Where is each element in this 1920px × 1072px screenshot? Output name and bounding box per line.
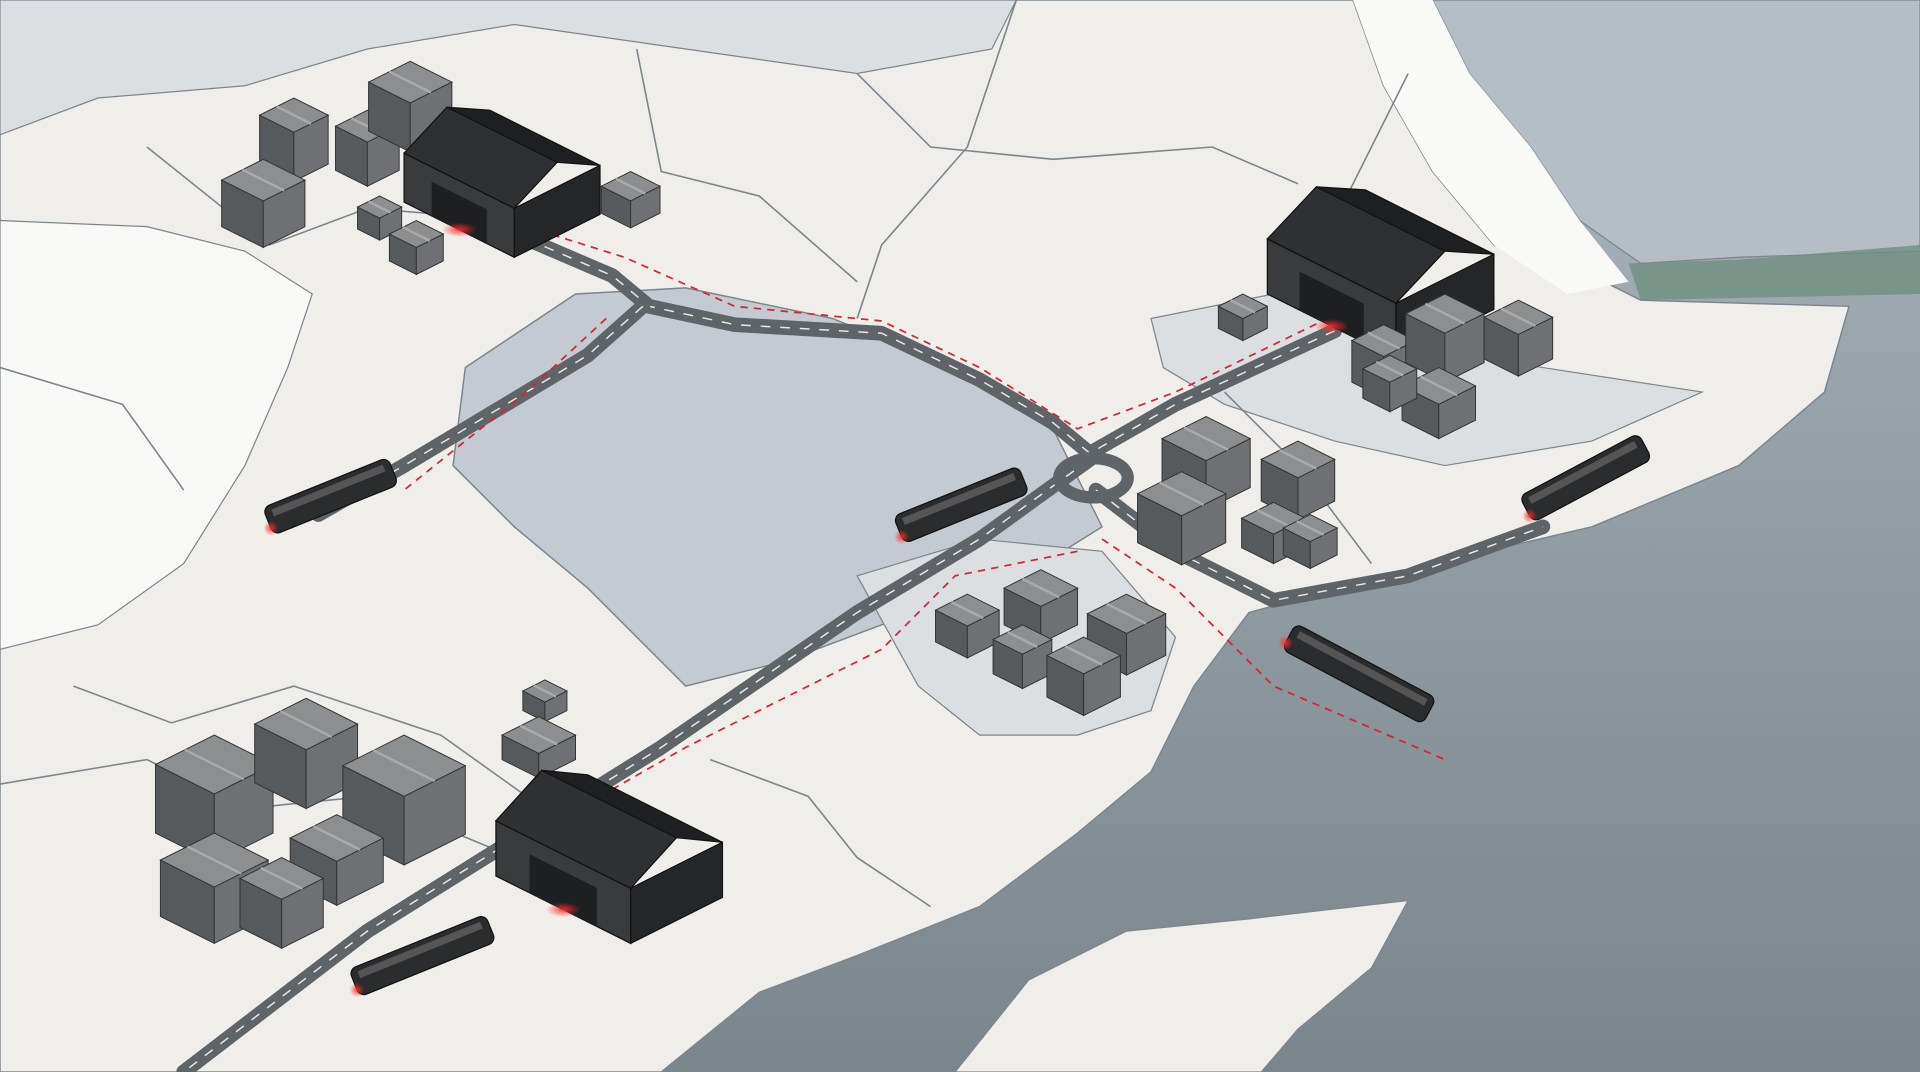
box-tape — [1183, 426, 1229, 451]
warehouse-light — [442, 222, 477, 238]
cardboard-box — [1361, 354, 1418, 413]
warehouse-roof — [541, 769, 723, 843]
western-bay — [0, 219, 313, 650]
cardboard-box — [500, 716, 577, 779]
northern-region — [0, 0, 1018, 136]
box-tape — [1375, 360, 1404, 377]
box-tape — [279, 710, 333, 739]
box-tape — [1367, 331, 1401, 350]
cardboard-box — [220, 158, 306, 249]
box-tape — [615, 177, 646, 195]
warehouse-wall — [630, 841, 724, 945]
bus-taillight — [349, 982, 365, 998]
region-border — [73, 685, 527, 797]
box-tape — [533, 684, 557, 698]
warehouse-light — [1314, 318, 1349, 334]
bus-taillight — [894, 529, 909, 545]
road-layer — [176, 225, 1551, 1072]
cardboard-box — [600, 170, 662, 229]
box-tape — [186, 845, 242, 875]
truck-taillight — [1522, 508, 1538, 524]
box-tape — [1424, 302, 1466, 325]
southern-island — [954, 899, 1410, 1072]
box-tape — [402, 226, 431, 242]
road-marking — [526, 238, 1336, 455]
box-tape — [1296, 520, 1325, 536]
bus-taillight — [263, 520, 279, 536]
cardboard-box — [289, 814, 385, 907]
box-tape — [1257, 509, 1290, 528]
region-border — [856, 0, 1018, 319]
box-tape — [1419, 375, 1458, 397]
box-tape — [950, 601, 984, 620]
cardboard-box — [388, 219, 445, 276]
box-tape — [388, 70, 432, 94]
snow-coast — [1353, 0, 1629, 295]
truck — [1278, 625, 1435, 723]
box-tape — [1064, 645, 1103, 666]
region-border — [709, 758, 932, 908]
truck — [1521, 435, 1651, 524]
box-tape — [1007, 631, 1038, 648]
box-tape — [184, 748, 245, 781]
cardboard-box — [1404, 293, 1486, 384]
region-border — [856, 72, 1299, 185]
cardboard-box — [238, 857, 325, 950]
box-tape — [1106, 602, 1147, 625]
cardboard-box — [1045, 636, 1122, 717]
bus — [263, 458, 397, 536]
box-tape — [1230, 299, 1256, 314]
route-line — [513, 550, 1078, 847]
box-tape — [1021, 577, 1060, 599]
bus-windows — [901, 473, 1016, 525]
box-tape — [241, 168, 285, 192]
bus-windows — [357, 921, 483, 979]
cardboard-box — [1400, 366, 1477, 440]
cardboard-box — [934, 593, 1001, 659]
warehouse-roof — [446, 106, 601, 167]
cardboard-box — [341, 734, 467, 866]
route-line — [1101, 538, 1446, 761]
box-tape — [1500, 307, 1537, 327]
box-tape — [519, 724, 558, 746]
warehouse — [494, 769, 724, 945]
region-border — [0, 366, 185, 491]
bus — [894, 467, 1028, 545]
bus-windows — [271, 464, 386, 517]
coastal-shallows — [1628, 245, 1920, 301]
warehouse — [403, 106, 601, 259]
cardboard-box — [1217, 293, 1269, 342]
region-border — [635, 48, 858, 283]
box-tape — [260, 866, 303, 890]
object-layer — [154, 60, 1651, 998]
truck-windows — [1528, 440, 1638, 504]
cardboard-box — [1136, 471, 1227, 566]
box-tape — [1159, 481, 1205, 506]
truck-windows — [1296, 631, 1428, 706]
box-tape — [1279, 449, 1317, 470]
road-marking — [183, 458, 1091, 1072]
cardboard-box — [258, 97, 330, 183]
roundabout — [1053, 452, 1134, 504]
box-tape — [276, 105, 312, 125]
cardboard-box — [991, 624, 1053, 690]
warehouse-light — [546, 902, 581, 918]
cardboard-box — [1282, 514, 1339, 570]
box-tape — [372, 749, 436, 783]
warehouse-wall — [513, 164, 601, 259]
box-tape — [368, 200, 392, 214]
route-line — [403, 317, 607, 491]
cardboard-box — [1482, 299, 1554, 377]
cardboard-box — [154, 734, 275, 864]
route-line — [526, 225, 1323, 430]
bus — [349, 916, 495, 998]
box-tape — [312, 825, 361, 851]
cardboard-box — [521, 679, 569, 723]
truck-taillight — [1278, 635, 1293, 651]
warehouse-roof — [1316, 186, 1495, 255]
